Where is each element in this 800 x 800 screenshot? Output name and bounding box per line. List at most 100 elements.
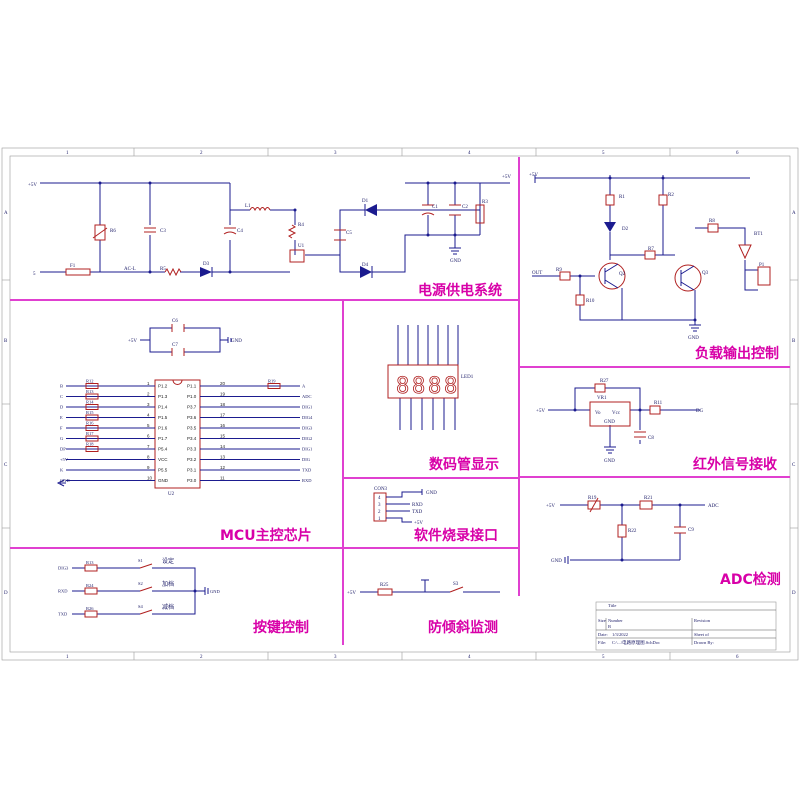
switch-ref: S4	[138, 604, 144, 609]
net-label: DIG3	[58, 566, 69, 571]
mcu-pin-wires	[66, 383, 300, 481]
net-label: D	[60, 405, 64, 410]
resistor	[85, 435, 99, 442]
ir-receiver-circuit	[548, 383, 700, 454]
net-label: DP	[60, 447, 66, 452]
net-label: DIG4	[302, 415, 313, 420]
net-label: DIG	[302, 457, 311, 462]
net-label: GND	[210, 589, 220, 594]
net-label: ADC	[708, 504, 719, 509]
row-label: B	[4, 339, 8, 344]
row-label: D	[792, 591, 796, 596]
section-titles: 电源供电系统 负载输出控制 数码管显示 红外信号接收 MCU主控芯片 软件烧录接…	[220, 282, 781, 636]
pin-number: 1	[378, 517, 381, 522]
component-ref: D3	[203, 262, 210, 267]
component-ref: R19	[588, 496, 597, 501]
pin-number: 3	[147, 402, 150, 407]
component-ref: C1	[432, 205, 438, 210]
file-value: C:\...\电路原理图.SchDoc	[612, 639, 660, 646]
pin-name: P3.3	[187, 447, 197, 452]
net-label: +5V	[60, 457, 69, 462]
net-label: ADC	[302, 394, 312, 399]
adc-circuit	[560, 497, 705, 564]
net-label: RXD	[58, 589, 68, 594]
component-ref: R7	[648, 247, 654, 252]
net-label: +5V	[347, 591, 356, 596]
component-ref: R22	[628, 529, 637, 534]
net-label: DG	[696, 409, 704, 414]
frame-labels: 1 2 3 4 5 6 1 2 3 4 5 6 A B C D A B C D	[4, 151, 796, 660]
component-ref: D2	[622, 227, 629, 232]
resistor	[85, 414, 99, 421]
component-ref: R3	[482, 200, 488, 205]
key-function-label: 减档	[162, 603, 174, 611]
load-labels: +5V R1 R2 D2 R7 R9 R10 Q2 Q3 R8 BT1 P1 O…	[529, 173, 765, 341]
component-ref: BT1	[754, 232, 763, 237]
resistor	[85, 425, 99, 431]
component-ref: C5	[346, 231, 352, 236]
drawn-label: Drawn By:	[694, 640, 714, 645]
pin-name: P1.5	[158, 415, 168, 420]
seven-segment-digit: 8	[396, 374, 409, 399]
resistor	[85, 404, 99, 410]
component-ref: L1	[245, 204, 251, 209]
component-ref: C8	[648, 436, 654, 441]
switch-ref: S1	[138, 558, 143, 563]
pin-name: P1.4	[158, 405, 168, 410]
pin-name: GND	[158, 478, 169, 483]
key-function-label: 设定	[162, 557, 174, 565]
component-ref: R26	[86, 606, 94, 611]
seven-segment-digit: 8	[412, 374, 425, 399]
row-label: A	[4, 211, 8, 216]
component-ref: C7	[172, 343, 178, 348]
power-supply-circuit	[40, 181, 510, 278]
net-label: RXD	[412, 503, 423, 508]
section-title-load: 负载输出控制	[695, 345, 779, 362]
adc-labels: +5V R19 R21 R22 C9 ADC GND	[546, 496, 719, 564]
ir-labels: +5V VR1 R27 Vo Vcc GND R11 C8 DG GND	[536, 379, 704, 464]
resistor	[267, 383, 281, 389]
component-ref: R27	[600, 379, 609, 384]
component-ref: R14	[86, 400, 94, 405]
component-ref: R11	[654, 401, 663, 406]
column-label: 2	[200, 655, 203, 660]
net-label: K	[60, 468, 64, 473]
net-label: GND	[231, 339, 242, 344]
resistor	[85, 383, 99, 389]
pin-number: 15	[220, 434, 226, 439]
mcu-labels: +5V GND C6 C7 U2	[128, 319, 242, 497]
pin-label: Vo	[595, 411, 601, 416]
net-label: +5V	[502, 175, 511, 180]
power-labels: +5V 5 F1 AC-L R6 C3 R5 D3 L1 C4 R4 U1 C5…	[28, 175, 511, 277]
pin-name: P3.5	[187, 426, 197, 431]
net-label: RXD	[302, 478, 312, 483]
column-label: 4	[468, 151, 471, 156]
display-labels: LED1	[461, 375, 474, 380]
component-ref: U1	[298, 244, 305, 249]
tilt-labels: +5V R25 S3	[347, 582, 459, 596]
program-labels: CON3 4 3 2 1 GND RXD TXD +5V	[374, 487, 437, 526]
component-ref: R15	[86, 410, 94, 415]
net-label: E	[60, 415, 63, 420]
number-label: Number	[608, 618, 623, 623]
resistor	[85, 446, 99, 452]
pin-name: P1.2	[158, 384, 168, 389]
net-label: GND	[688, 336, 699, 341]
component-ref: Q2	[619, 272, 626, 277]
component-ref: D1	[362, 199, 369, 204]
component-ref: F1	[70, 264, 76, 269]
net-label: C	[60, 394, 63, 399]
pin-name: P5.5	[158, 468, 168, 473]
column-label: 6	[736, 655, 739, 660]
column-label: 3	[334, 655, 337, 660]
section-title-ir: 红外信号接收	[693, 456, 778, 473]
net-label: +5V	[128, 339, 137, 344]
size-value: B	[608, 624, 611, 629]
component-ref: R9	[556, 268, 562, 273]
net-label: DIG2	[302, 436, 312, 441]
component-ref: R5	[160, 267, 166, 272]
revision-label: Revision	[694, 618, 711, 623]
